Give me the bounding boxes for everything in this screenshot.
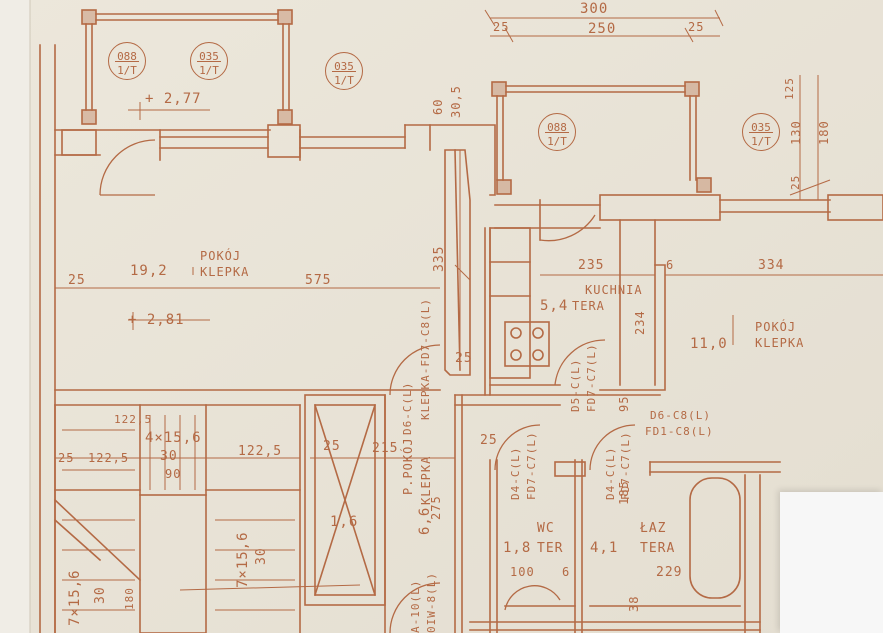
room-name-wc: WC <box>537 521 555 536</box>
dim-30-c: 30 <box>93 586 108 604</box>
dim-335: 335 <box>432 245 447 272</box>
room-name-pokoj-1: POKÓJ <box>200 249 242 263</box>
dim-575: 575 <box>305 273 332 288</box>
dim-top-300: 300 <box>580 1 609 17</box>
dim-25-c: 25 <box>480 433 498 448</box>
dim-122-5-b: 122,5 <box>88 451 130 465</box>
dim-100: 100 <box>510 565 535 579</box>
dim-6b: 6 <box>562 565 571 579</box>
stair-count-2: 7×15,6 <box>235 531 251 588</box>
dim-235: 235 <box>578 258 605 273</box>
room-name-kuchnia: KUCHNIA <box>585 283 643 297</box>
dim-90: 90 <box>165 467 182 481</box>
dim-30: 30 <box>160 449 178 464</box>
dim-275: 275 <box>429 495 443 520</box>
dim-229: 229 <box>656 565 683 580</box>
dim-95: 95 <box>617 395 631 412</box>
door-label-2: D5-C(L) <box>569 358 582 412</box>
walls <box>39 9 883 633</box>
room-floor-laz: TERA <box>640 541 676 556</box>
room-name-laz: ŁAZ <box>640 521 667 536</box>
room-area-wc: 1,8 <box>503 540 532 556</box>
room-floor-pokoj-2: KLEPKA <box>755 336 805 350</box>
level-mark-2: + 2,81 <box>128 312 185 328</box>
paper-edge-strip <box>0 0 30 633</box>
room-area-kuchnia: 5,4 <box>540 298 569 314</box>
door-label-6: A-10(L) <box>409 579 422 633</box>
door-label-4b: FD7-C7(L) <box>525 431 538 500</box>
door-label-6b: 0IW-8(L) <box>425 572 438 633</box>
dim-25-left: 25 <box>68 273 86 288</box>
dim-122-5-a: 122,5 <box>114 413 153 426</box>
door-label-5: D4-C(L) <box>604 446 617 500</box>
white-paper-overlay <box>780 492 883 633</box>
dim-180-b: 180 <box>123 587 136 610</box>
dim-30-b: 30 <box>254 547 269 565</box>
dim-30-5: 30,5 <box>449 85 463 118</box>
dim-top-25a: 25 <box>493 20 510 34</box>
dim-60: 60 <box>431 98 445 115</box>
room-area-laz: 4,1 <box>590 540 619 556</box>
dim-top-25b: 25 <box>688 20 705 34</box>
stair-count-1: 4×15,6 <box>145 430 202 446</box>
dim-215: 215 <box>372 441 399 456</box>
dim-122-5-c: 122,5 <box>238 444 283 459</box>
room-name-pokoj-2: POKÓJ <box>755 320 797 334</box>
dim-334: 334 <box>758 258 785 273</box>
dim-25-mid: 25 <box>323 439 341 454</box>
dim-130: 130 <box>789 120 803 145</box>
room-floor-pokoj-1: KLEPKA <box>200 265 250 279</box>
dim-6: 6 <box>666 258 675 272</box>
dim-38: 38 <box>627 595 641 612</box>
room-area-pokoj-1: 19,2 <box>130 263 168 279</box>
door-label-3b: FD1-C8(L) <box>645 425 714 438</box>
door-label-5b: FD7-C7(L) <box>619 431 632 500</box>
dim-125: 125 <box>783 77 796 100</box>
dim-234: 234 <box>633 310 647 335</box>
room-floor-wc: TER <box>537 541 564 556</box>
level-mark-1: + 2,77 <box>145 91 202 107</box>
door-label-1: D6-C(L) <box>401 381 414 435</box>
room-name-pokoj-3: P.POKÓJ <box>401 437 415 495</box>
dim-top-250: 250 <box>588 21 617 37</box>
dim-25-stair: 25 <box>58 451 75 465</box>
dim-180: 180 <box>817 120 831 145</box>
door-label-4: D4-C(L) <box>509 446 522 500</box>
door-swings <box>99 139 636 633</box>
stair-count-3: 7×15,6 <box>67 569 83 626</box>
room-area-closet: 1,6 <box>330 514 359 530</box>
door-label-1b: KLEPKA-FD7-C8(L) <box>419 298 432 420</box>
dim-25-b: 25 <box>455 351 473 366</box>
room-floor-kuchnia: TERA <box>572 299 605 313</box>
room-area-pokoj-2: 11,0 <box>690 336 728 352</box>
stair-treads <box>62 415 295 611</box>
dim-25-right: 25 <box>789 174 802 190</box>
door-label-3: D6-C8(L) <box>650 409 711 422</box>
dimension-lines <box>55 9 883 591</box>
door-label-2b: FD7-C7(L) <box>585 343 598 412</box>
